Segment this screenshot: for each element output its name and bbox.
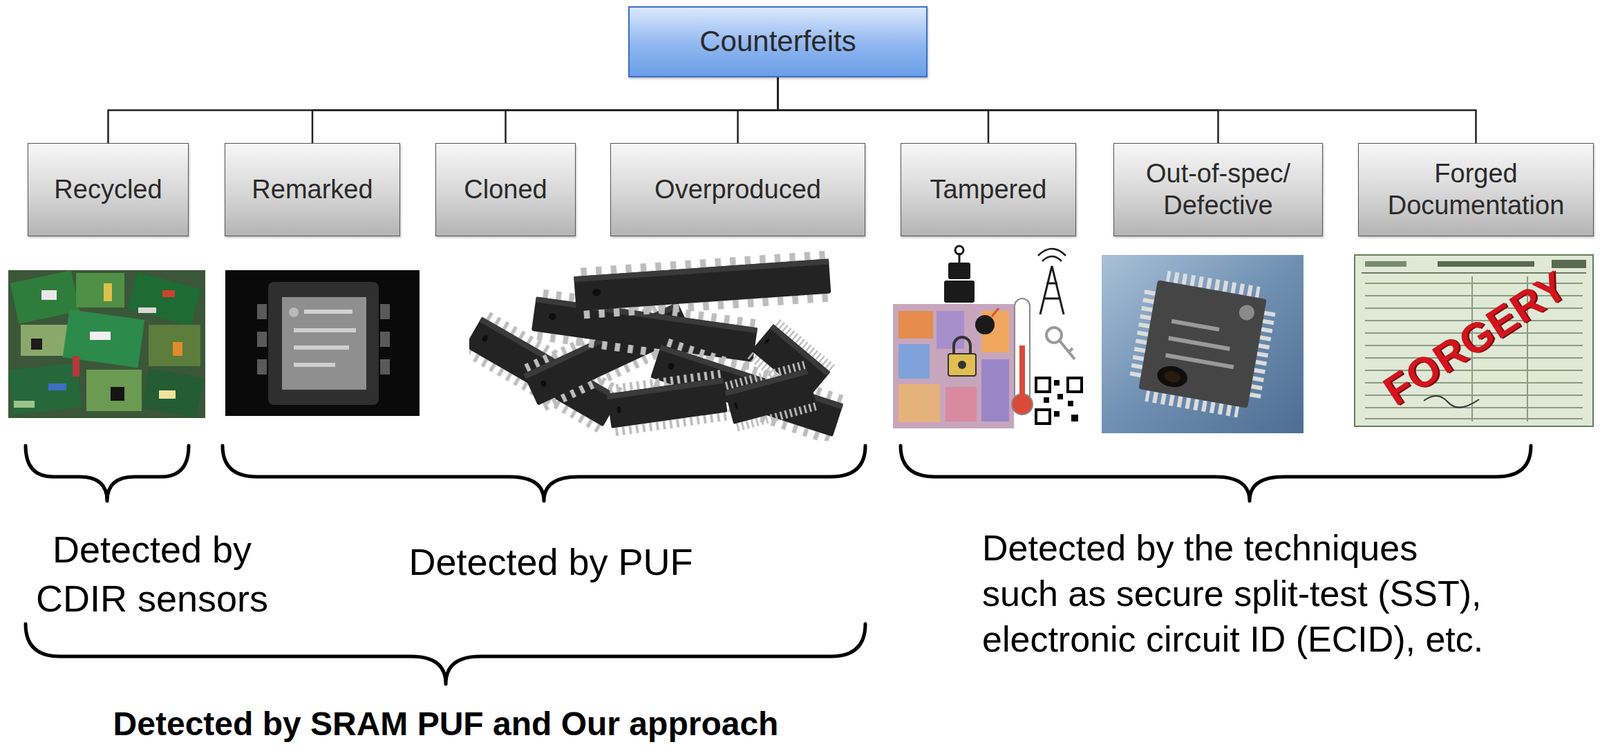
category-box: Overproduced (610, 143, 866, 237)
category-box: Recycled (27, 143, 189, 237)
tree-connector (778, 77, 1477, 144)
bracket (222, 445, 866, 502)
box-label: Counterfeits (699, 24, 856, 59)
defective-chip-photo (1101, 255, 1304, 434)
root-box: Counterfeits (628, 6, 928, 78)
category-box: Out-of-spec/ Defective (1113, 143, 1323, 237)
tampered-die-illustration (892, 246, 1084, 429)
box-label: Forged Documentation (1365, 158, 1587, 222)
box-label: Cloned (463, 174, 547, 206)
bracket (900, 445, 1531, 502)
certificate-picture (1354, 255, 1594, 427)
category-box: Tampered (900, 143, 1077, 237)
bracket (25, 624, 866, 685)
summary-note: Detected by SRAM PUF and Our approach (13, 706, 878, 743)
tree-connector (738, 77, 779, 144)
box-label: Recycled (53, 174, 162, 206)
ewaste-photo (8, 270, 206, 419)
category-box: Forged Documentation (1358, 143, 1594, 237)
box-label: Remarked (251, 174, 373, 206)
category-box: Cloned (435, 143, 576, 237)
box-label: Out-of-spec/ Defective (1121, 158, 1316, 222)
box-label: Overproduced (654, 174, 822, 206)
bracket (25, 445, 189, 502)
box-label: Tampered (930, 174, 1048, 206)
detection-note: Detected by the techniques such as secur… (982, 525, 1498, 663)
tree-connector (312, 77, 779, 144)
remarked-chip-photo (225, 270, 420, 417)
category-box: Remarked (224, 143, 401, 237)
chip-pile-photo (469, 250, 846, 441)
detection-note: Detected by CDIR sensors (20, 525, 284, 623)
tree-connector (108, 77, 779, 144)
detection-note: Detected by PUF (405, 537, 696, 587)
tree-connector (505, 77, 779, 144)
